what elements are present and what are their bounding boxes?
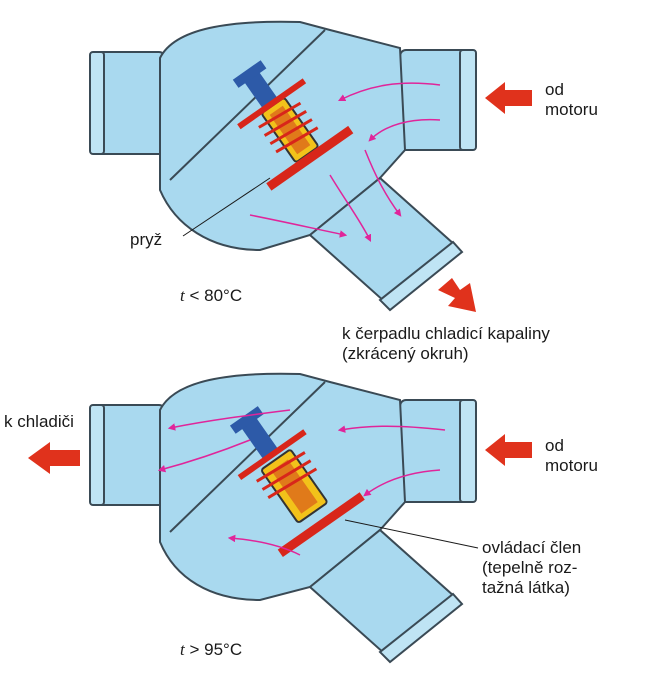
- flow-arrow: [329, 174, 372, 243]
- left-pipe: [94, 404, 166, 506]
- label-rubber: pryž: [130, 230, 163, 249]
- piston: [238, 413, 280, 462]
- spring: [255, 451, 318, 499]
- label-control-element: ovládací člen (tepelně roz- tažná látka): [482, 538, 582, 597]
- control-pointer: [344, 519, 479, 549]
- thermostat-open: [28, 372, 532, 664]
- label-temp-low: t < 80°C: [180, 286, 243, 305]
- valve-assembly: [232, 60, 354, 191]
- right-pipe-flange: [459, 399, 477, 503]
- piston-cap: [232, 60, 267, 88]
- label-to-pump: k čerpadlu chladicí kapaliny (zkrácený o…: [342, 324, 550, 363]
- flow-arrow: [167, 409, 291, 431]
- inflow-arrow: [485, 82, 532, 114]
- flow-arrow: [364, 149, 402, 217]
- flow-arrow: [227, 534, 301, 556]
- flow-arrow: [249, 214, 348, 238]
- wax-element-core: [269, 105, 311, 155]
- housing-seam: [169, 29, 326, 181]
- left-pipe-flange: [89, 404, 105, 506]
- flow-arrow: [363, 469, 441, 497]
- valve-disc: [266, 125, 354, 191]
- piston-cap: [229, 406, 264, 434]
- inflow-arrow: [485, 434, 532, 466]
- flow-arrow: [157, 439, 251, 473]
- valve-seat: [237, 429, 307, 481]
- thermostat-closed: [89, 20, 532, 312]
- left-pipe: [94, 51, 166, 155]
- valve-assembly: [229, 406, 365, 558]
- housing-seam: [169, 381, 326, 533]
- outlet-flange: [378, 592, 464, 664]
- label-from-motor-bottom: od motoru: [545, 436, 598, 475]
- label-temp-high: t > 95°C: [180, 640, 243, 659]
- spring: [258, 101, 319, 154]
- valve-seat: [237, 78, 307, 130]
- flow-arrow: [337, 425, 446, 433]
- label-from-motor-top: od motoru: [545, 80, 598, 119]
- left-pipe-flange: [89, 51, 105, 155]
- flow-arrow: [337, 82, 441, 102]
- flow-arrow: [368, 118, 441, 142]
- rubber-pointer: [182, 177, 271, 237]
- outflow-arrow: [438, 278, 476, 312]
- outlet-flange: [378, 240, 464, 312]
- wax-element-core: [271, 459, 318, 514]
- outflow-arrow: [28, 442, 80, 474]
- valve-disc: [277, 492, 365, 558]
- right-pipe-flange: [459, 49, 477, 151]
- label-to-cooler: k chladiči: [4, 412, 74, 431]
